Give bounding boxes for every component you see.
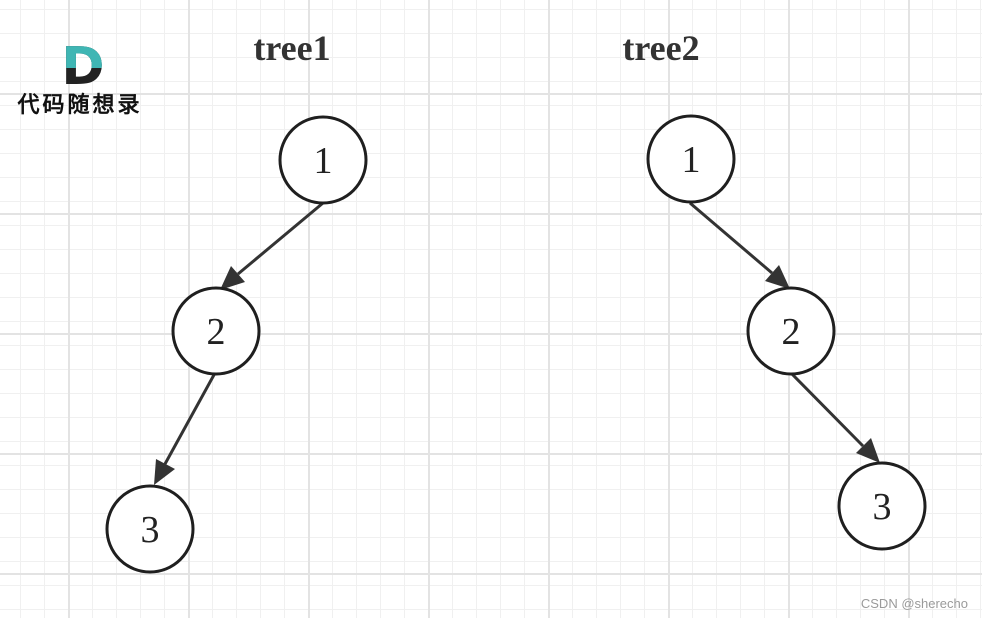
- tree2-node-2-label: 2: [782, 311, 801, 353]
- logo: D D 代码随想录: [16, 37, 142, 118]
- tree2-node-1: 1: [646, 114, 736, 204]
- tree2-node-1-label: 1: [682, 139, 701, 181]
- tree2-node-2: 2: [746, 286, 836, 376]
- tree1-node-2: 2: [171, 286, 261, 376]
- logo-mark-accent: D: [61, 37, 104, 97]
- tree2-group: tree2 1 2 3: [622, 28, 927, 551]
- tree1-edge-2-3: [154, 372, 217, 485]
- tree1-node-3: 3: [105, 484, 195, 574]
- tree1-node-1: 1: [278, 115, 368, 205]
- tree1-node-1-label: 1: [314, 140, 333, 182]
- tree1-title: tree1: [253, 28, 330, 68]
- logo-mark: D: [61, 37, 104, 97]
- tree1-group: tree1 1 2 3: [105, 28, 368, 574]
- tree2-edge-2-3: [788, 370, 880, 463]
- tree1-node-2-label: 2: [207, 311, 226, 353]
- tree1-node-3-label: 3: [141, 509, 160, 551]
- tree2-node-3: 3: [837, 461, 927, 551]
- tree2-node-3-label: 3: [873, 486, 892, 528]
- watermark: CSDN @sherecho: [861, 596, 968, 611]
- logo-text: 代码随想录: [16, 92, 142, 118]
- tree2-edge-1-2: [689, 201, 790, 289]
- tree2-title: tree2: [622, 28, 699, 68]
- tree1-edge-1-2: [220, 201, 324, 290]
